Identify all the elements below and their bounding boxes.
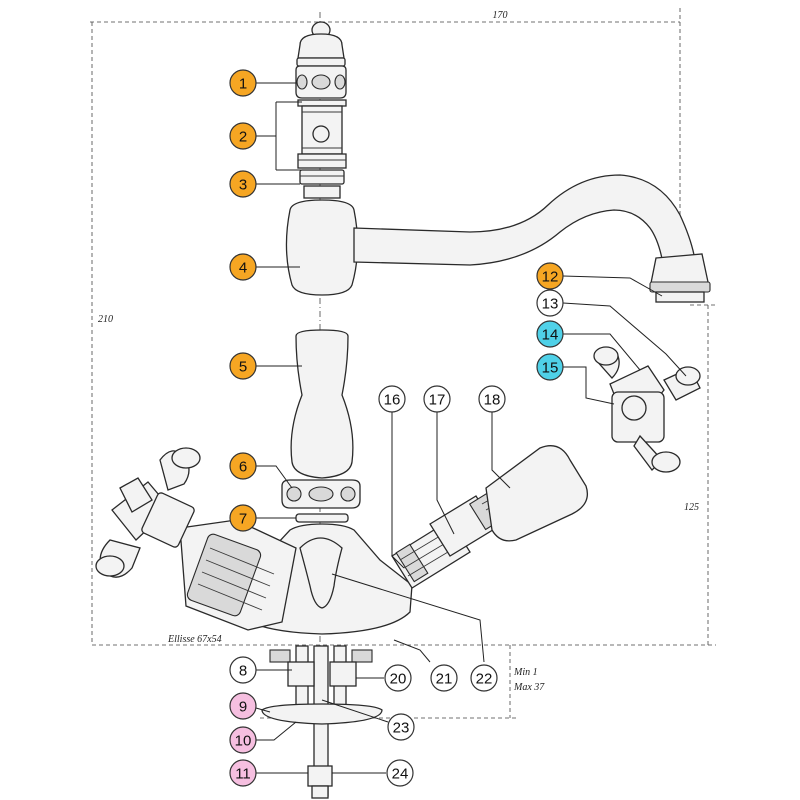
leader-lines [255,82,687,774]
part-bubble-circle [229,170,257,198]
part-number-label: 18 [484,392,501,409]
part-bubble-13: 13 [536,289,564,317]
part-bubble-21: 21 [430,664,458,692]
part-number-label: 17 [429,392,446,409]
part-bubble-circle [423,385,451,413]
part-number-label: 21 [436,671,453,688]
part-number-label: 4 [239,260,247,277]
part-bubble-7: 7 [229,504,257,532]
part-bubble-4: 4 [229,253,257,281]
lower-body [290,329,354,479]
part-bubble-circle [229,253,257,281]
part-bubble-22: 22 [470,664,498,692]
part-bubble-circle [229,726,257,754]
part-number-label: 3 [239,177,247,194]
part-bubble-8: 8 [229,656,257,684]
part-bubble-23: 23 [387,713,415,741]
part-bubble-6: 6 [229,452,257,480]
part-bubble-20: 20 [384,664,412,692]
height-dimension: 210 [98,314,113,325]
part-bubble-10: 10 [229,726,257,754]
part-bubble-circle [470,664,498,692]
right-valve-assembly [391,445,589,589]
mounting-hardware [261,645,383,799]
part-bubble-14: 14 [536,320,564,348]
decorative-ring [281,479,361,509]
part-number-label: 2 [239,129,247,146]
part-bubble-1: 1 [229,69,257,97]
part-bubble-15: 15 [536,353,564,381]
part-number-label: 6 [239,459,247,476]
part-bubble-16: 16 [378,385,406,413]
part-number-label: 10 [235,733,252,750]
part-number-label: 24 [392,766,409,783]
part-number-label: 9 [239,699,247,716]
part-bubble-circle [386,759,414,787]
part-bubble-circle [378,385,406,413]
part-bubble-circle [387,713,415,741]
right-tap-handle [593,346,701,473]
part-bubble-circle [478,385,506,413]
spout-height-dimension: 125 [684,502,699,513]
part-bubble-2: 2 [229,122,257,150]
part-number-label: 22 [476,671,493,688]
part-number-label: 23 [393,720,410,737]
part-bubble-circle [536,320,564,348]
part-bubble-circle [536,353,564,381]
part-bubble-3: 3 [229,170,257,198]
ellipse-dimension: Ellisse 67x54 [167,634,222,645]
part-bubble-circle [536,262,564,290]
part-number-label: 1 [239,76,247,93]
deck-max-dimension: Max 37 [513,682,545,693]
part-number-label: 16 [384,392,401,409]
part-number-label: 5 [239,359,247,376]
part-bubble-circle [229,759,257,787]
part-bubble-circle [229,656,257,684]
ring [299,169,345,199]
part-bubble-circle [229,122,257,150]
part-number-label: 8 [239,663,247,680]
top-knob [295,21,347,99]
part-bubble-circle [229,692,257,720]
left-tap-handle [95,447,297,631]
width-dimension: 170 [493,10,508,21]
part-number-label: 12 [542,269,559,286]
part-bubble-11: 11 [229,759,257,787]
part-bubble-circle [229,69,257,97]
part-bubble-9: 9 [229,692,257,720]
spout-body [285,174,711,303]
washer [295,513,349,523]
part-number-label: 20 [390,671,407,688]
deck-min-dimension: Min 1 [513,667,538,678]
part-bubble-24: 24 [386,759,414,787]
part-number-label: 14 [542,327,559,344]
part-bubble-5: 5 [229,352,257,380]
part-bubble-circle [430,664,458,692]
part-bubble-circle [229,452,257,480]
part-bubble-12: 12 [536,262,564,290]
part-bubble-18: 18 [478,385,506,413]
part-bubble-circle [536,289,564,317]
part-bubble-circle [384,664,412,692]
part-bubble-circle [229,504,257,532]
part-number-label: 7 [239,511,247,528]
spindle [297,99,347,169]
part-bubble-17: 17 [423,385,451,413]
part-number-label: 15 [542,360,559,377]
part-number-label: 13 [542,296,559,313]
part-number-label: 11 [235,766,251,783]
part-bubble-circle [229,352,257,380]
